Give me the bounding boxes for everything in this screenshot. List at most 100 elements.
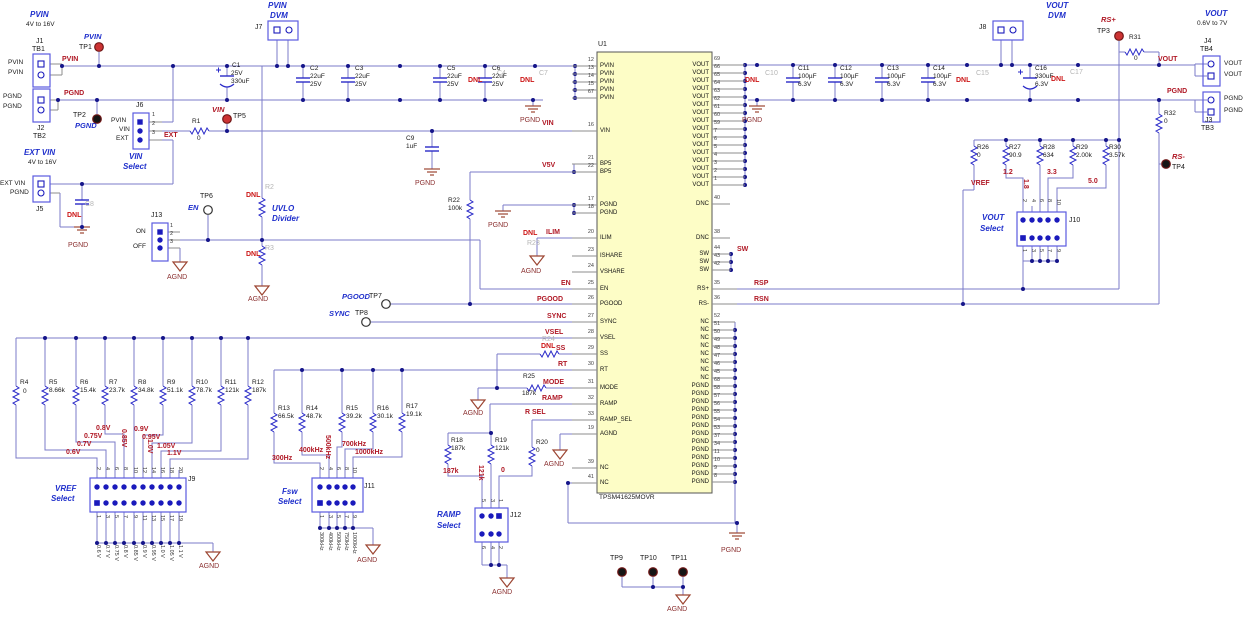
lbl-ic-left_pins-3-n: PVIN: [600, 87, 615, 93]
lbl-ic-right_pins-41-n: PGND: [691, 463, 709, 469]
lbl-resistors-r14-r: R14: [306, 405, 318, 412]
lbl-resistors-r6-v: 15.4k: [80, 387, 96, 394]
lbl-resistors-r9-v: 51.1k: [167, 387, 183, 394]
testpoint: [1114, 31, 1124, 41]
lbl-ic-left_pins-21-n: RAMP_SEL: [600, 417, 633, 423]
lbl-connectors-j11-bot_nums-0: 1: [318, 515, 324, 519]
lbl-ic-right_pins-35-p: 55: [714, 409, 721, 415]
lbl-connectors-j2-ref: J2: [37, 125, 45, 132]
lbl-misc-dnl: DNL: [468, 77, 483, 84]
lbl-grounds-agnd: AGND: [357, 557, 378, 564]
lbl-connectors-j11-bot_labels-3: 750kHz: [343, 532, 349, 551]
lbl-resistors-r6-r: R6: [80, 379, 89, 386]
lbl-misc-dnl: DNL: [523, 230, 538, 237]
lbl-ic-right_pins-39-p: 34: [714, 441, 721, 447]
lbl-resistors-r12-r: R12: [252, 379, 264, 386]
lbl-ic-right_pins-15-n: VOUT: [692, 182, 709, 188]
lbl-connectors-j13-n3: 3: [170, 239, 174, 245]
lbl-misc-dnl: DNL: [67, 212, 82, 219]
lbl-ic-left_pins-3-p: 15: [587, 81, 594, 87]
lbl-ic-right_pins-31-n: PGND: [691, 383, 709, 389]
lbl-ic-right_pins-40-n: PGND: [691, 455, 709, 461]
lbl-ic-right_pins-22-n: RS-: [698, 301, 709, 307]
lbl-ic-left_pins-15-p: 27: [587, 313, 594, 319]
lbl-connectors-j11-bot_labels-4: 1000kHz: [351, 532, 357, 554]
lbl-ic-part: TPSM41625MOVR: [599, 494, 655, 501]
lbl-connectors-j4-p1: VOUT: [1224, 60, 1243, 67]
lbl-resistors-r28-r: R28: [1043, 144, 1055, 151]
lbl-sel_labels-fsw_top-1: 400kHz: [299, 447, 324, 454]
lbl-ic-right_pins-22-p: 36: [714, 295, 721, 301]
lbl-ic-left_pins-0-n: PVIN: [600, 63, 615, 69]
lbl-connectors-j9-bot_labels-1: 0.7 V: [104, 545, 110, 558]
lbl-resistors-r19-v: 121k: [495, 445, 510, 452]
lbl-connectors-j9-bot_labels-4: 0.85 V: [132, 545, 138, 561]
lbl-ic-right_pins-5-n: VOUT: [692, 102, 709, 108]
lbl-ic-right_pins-11-n: VOUT: [692, 150, 709, 156]
lbl-capacitors-c1-r: C1: [232, 62, 241, 69]
lbl-resistors-r16-v: 30.1k: [377, 413, 393, 420]
lbl-ic-right_pins-3-n: VOUT: [692, 86, 709, 92]
lbl-ic-right_pins-32-n: PGND: [691, 391, 709, 397]
lbl-ic-left_pins-24-n: NC: [600, 480, 609, 486]
lbl-connectors-j9-top_nums-2: 6: [113, 467, 119, 471]
lbl-ic-left_pins-12-n: VSHARE: [600, 269, 625, 275]
lbl-ic-left_pins-8-p: 17: [587, 196, 594, 202]
lbl-ic-right_pins-2-p: 65: [714, 72, 721, 78]
lbl-headings-vout_sel2: Select: [980, 224, 1004, 233]
lbl-testpoints-tp4: TP4: [1172, 164, 1185, 171]
lbl-testpoints-tp7_net: PGOOD: [342, 292, 370, 301]
lbl-testpoints-tp3: TP3: [1097, 28, 1110, 35]
lbl-resistors-r25-r: R25: [523, 373, 535, 380]
lbl-connectors-j13-on: ON: [136, 228, 146, 235]
lbl-resistors-r24-r: R24: [542, 336, 555, 343]
lbl-ic-right_pins-34-n: PGND: [691, 407, 709, 413]
lbl-ic-left_pins-22-n: AGND: [600, 431, 618, 437]
lbl-ic-right_pins-25-n: NC: [700, 335, 709, 341]
lbl-ic-right_pins-41-p: 10: [714, 457, 721, 463]
lbl-capacitors-c12-a: 100µF: [840, 73, 859, 80]
lbl-sel_labels-vref_top-2: 0.75V: [84, 433, 103, 440]
lbl-grounds-agnd: AGND: [521, 268, 542, 275]
lbl-ic-right_pins-20-n: SW: [699, 267, 709, 273]
lbl-connectors-j13-off: OFF: [133, 243, 146, 250]
lbl-ic-right_pins-4-p: 63: [714, 88, 721, 94]
lbl-grounds-agnd: AGND: [199, 563, 220, 570]
lbl-ic-left_pins-24-p: 41: [587, 474, 594, 480]
lbl-connectors-j3-p1: PGND: [1224, 95, 1243, 102]
testpoint: [222, 114, 232, 124]
lbl-connectors-j10-top_nums-3: 8: [1046, 199, 1052, 203]
lbl-connectors-j9-bot_labels-7: 1.0 V: [159, 545, 165, 558]
lbl-connectors-j6-n1: 1: [152, 112, 156, 118]
lbl-resistors-r17-r: R17: [406, 403, 418, 410]
lbl-sel_labels-fsw_top-2: 500kHz: [324, 435, 331, 460]
lbl-connectors-j1-p1: PVIN: [8, 59, 24, 66]
lbl-sel_labels-vref_top-1: 0.7V: [77, 441, 92, 448]
lbl-nets-pgood: PGOOD: [537, 296, 564, 303]
lbl-resistors-r17-v: 19.1k: [406, 411, 422, 418]
lbl-nets-mode: MODE: [543, 379, 564, 386]
lbl-resistors-r3-r: R3: [265, 245, 274, 252]
lbl-headings-ramp_sel1: RAMP: [437, 510, 461, 519]
lbl-connectors-j11-top_nums-2: 6: [335, 467, 341, 471]
lbl-ic-left_pins-12-p: 24: [587, 263, 594, 269]
terminal-j3: [1202, 91, 1221, 123]
lbl-capacitors-c13-r: C13: [887, 65, 899, 72]
lbl-grounds-pgnd: PGND: [742, 117, 763, 124]
lbl-resistors-r7-v: 23.7k: [109, 387, 125, 394]
header-j10-vout-select: [1016, 211, 1067, 247]
lbl-connectors-j12-top_nums-2: 1: [497, 499, 503, 503]
lbl-resistors-r28-v: 634: [1043, 152, 1054, 159]
lbl-ic-left_pins-6-n: BP5: [600, 161, 612, 167]
lbl-resistors-r2-r: R2: [265, 184, 274, 191]
lbl-ic-left_pins-18-n: RT: [600, 367, 608, 373]
lbl-connectors-j9-bot_labels-2: 0.75 V: [113, 545, 119, 561]
u1-ic-body: [596, 51, 713, 494]
lbl-ic-right_pins-43-p: 8: [714, 473, 718, 479]
lbl-capacitors-c11-r: C11: [798, 65, 810, 72]
lbl-connectors-j12-top_nums-1: 3: [489, 499, 495, 503]
lbl-grounds-agnd: AGND: [248, 296, 269, 303]
lbl-headings-pvin_dvm1: PVIN: [268, 1, 287, 10]
lbl-ic-left_pins-20-n: RAMP: [600, 401, 618, 407]
